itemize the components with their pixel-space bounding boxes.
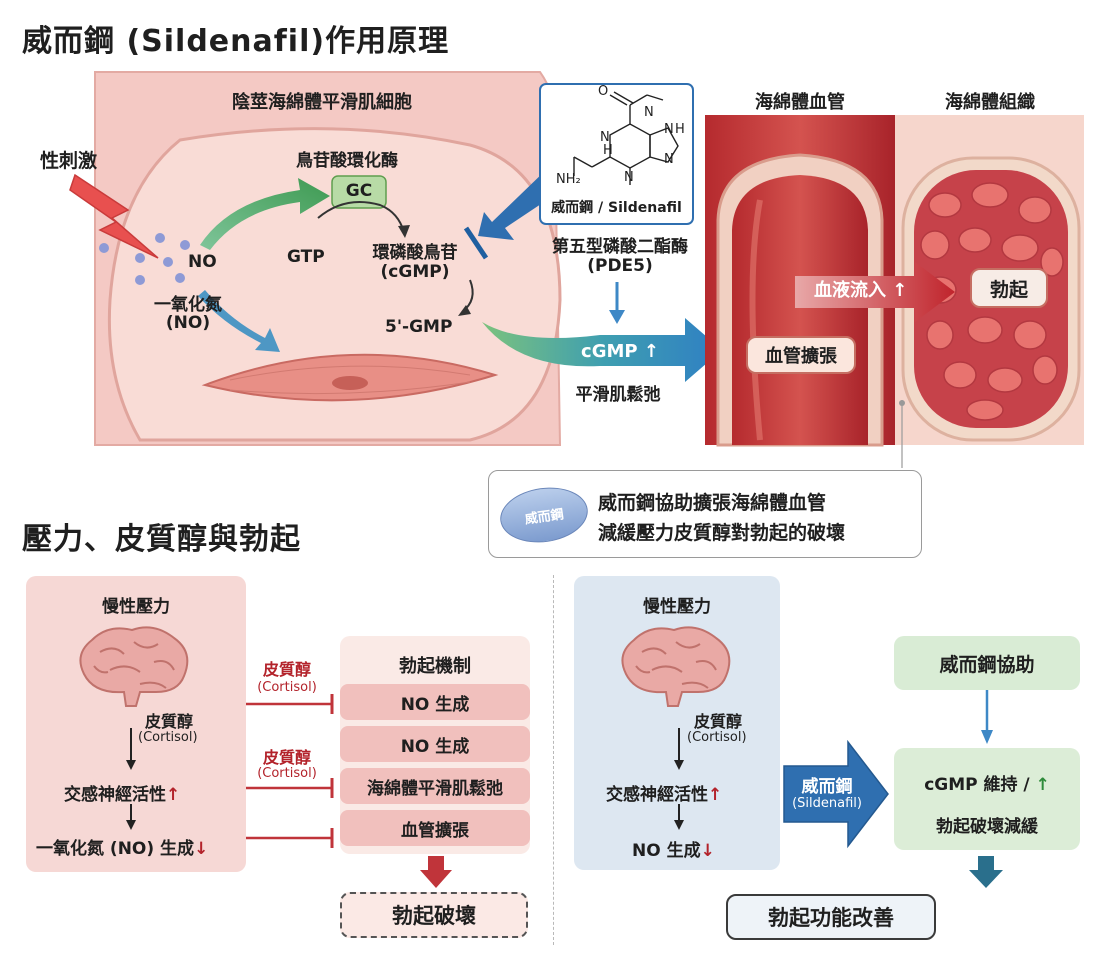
cgmp-up-label: cGMP ↑ [581,341,659,362]
mol-n1: N [644,105,654,120]
gc-label: GC [345,181,373,201]
gc-enzyme-label: 鳥苷酸環化酶 [296,151,398,171]
mol-n3: N [664,122,674,137]
no-label: NO [188,252,217,272]
drug-arrow [783,740,889,849]
right-sympathetic-up: ↑ [708,785,723,805]
mech-title: 勃起機制 [399,656,471,677]
blood-flow-arrow [795,262,955,322]
pde5-abbr: (PDE5) [587,256,653,276]
maintain-box [894,748,1080,850]
left-cortisol-en: (Cortisol) [138,730,198,745]
mol-n4: N [664,152,674,167]
slow-label: 勃起破壞減緩 [936,817,1038,837]
mol-n2: N [600,130,610,145]
inhib2-en: (Cortisol) [257,766,317,781]
right-stress-label: 慢性壓力 [643,597,711,617]
inhibition-lines [246,694,334,848]
left-result-arrow [420,856,452,888]
left-stress-panel [26,576,246,872]
maintain-line: cGMP 維持 / ↑ [894,770,1080,795]
flow-label: 血液流入 ↑ [814,280,908,301]
no-abbr-label: (NO) [165,313,211,333]
cell-label: 陰莖海綿體平滑肌細胞 [232,92,412,113]
pde5-name: 第五型磷酸二酯酶 [552,237,688,257]
erection-badge: 勃起 [970,268,1048,308]
left-sympathetic-up: ↑ [166,785,181,805]
no-to-muscle-arrow [198,290,280,352]
inhib1-en: (Cortisol) [257,680,317,695]
mech-item: NO 生成 [340,684,530,720]
right-cortisol-en: (Cortisol) [687,730,747,745]
relax-label: 平滑肌鬆弛 [575,385,661,405]
cgmp-abbr-label: (cGMP) [380,262,450,282]
section-divider [553,575,554,945]
drug-caption: 威而鋼 / Sildenafil [551,200,682,216]
mech-item: 海綿體平滑肌鬆弛 [340,768,530,804]
no-to-gc-arrow [200,178,330,250]
drug-en: (Sildenafil) [792,796,862,811]
left-sympathetic: 交感神經活性↑ [64,780,180,805]
right-no-prod-text: NO 生成 [632,841,701,861]
mol-nh2: NH₂ [556,172,581,187]
left-stress-label: 慢性壓力 [102,597,170,617]
right-no-prod-down: ↓ [700,841,715,861]
assist-box: 威而鋼協助 [894,636,1080,690]
mol-h2: H [675,122,685,137]
vessel-label: 海綿體血管 [755,92,845,113]
left-chain-arrows [126,728,136,830]
right-sympathetic: 交感神經活性↑ [606,780,722,805]
maintain-up: ↑ [1035,775,1050,795]
top-title: 威而鋼 (Sildenafil)作用原理 [22,24,450,59]
drug-label: 威而鋼 [801,777,853,797]
assist-arrow [981,690,993,744]
left-no-prod-text: 一氧化氮 (NO) 生成 [36,839,195,859]
gtp-label: GTP [287,247,325,267]
left-result: 勃起破壞 [340,892,528,938]
right-chain-arrows [674,728,684,830]
left-no-prod: 一氧化氮 (NO) 生成↓ [36,834,208,859]
right-sympathetic-text: 交感神經活性 [606,785,708,805]
left-cortisol: 皮質醇 [145,712,194,731]
left-no-prod-down: ↓ [194,839,209,859]
mol-n5: N [624,170,634,185]
cgmp-name-label: 環磷酸鳥苷 [372,243,458,263]
mech-item: 血管擴張 [340,810,530,846]
callout-line1: 威而鋼協助擴張海綿體血管 [598,492,827,514]
bottom-title: 壓力、皮質醇與勃起 [22,522,301,557]
right-result-arrow [969,856,1003,888]
cgmp-arrow [482,318,722,382]
maintain-text: cGMP 維持 / [924,775,1030,795]
right-result: 勃起功能改善 [726,894,936,940]
mech-item: NO 生成 [340,726,530,762]
brain-icon-right [621,626,731,707]
dilate-badge: 血管擴張 [746,336,856,374]
mol-o: O [598,84,609,99]
tissue-label: 海綿體組織 [945,92,1035,113]
mol-h1: H [603,143,613,158]
lightning-icon [69,173,159,259]
gmp-label: 5'-GMP [385,317,453,337]
molecule-structure [573,91,679,185]
no-full-label: 一氧化氮 [154,295,222,315]
mechanism-illustration [69,71,1084,468]
inhib1-label: 皮質醇 [262,660,311,679]
left-sympathetic-text: 交感神經活性 [64,785,166,805]
callout-line2: 減緩壓力皮質醇對勃起的破壞 [598,522,846,544]
right-cortisol: 皮質醇 [694,712,743,731]
pill-text: 威而鋼 [523,506,565,528]
inhib2-label: 皮質醇 [262,748,311,767]
right-no-prod: NO 生成↓ [632,836,715,861]
stimulus-label: 性刺激 [40,150,98,172]
brain-icon [79,626,189,707]
